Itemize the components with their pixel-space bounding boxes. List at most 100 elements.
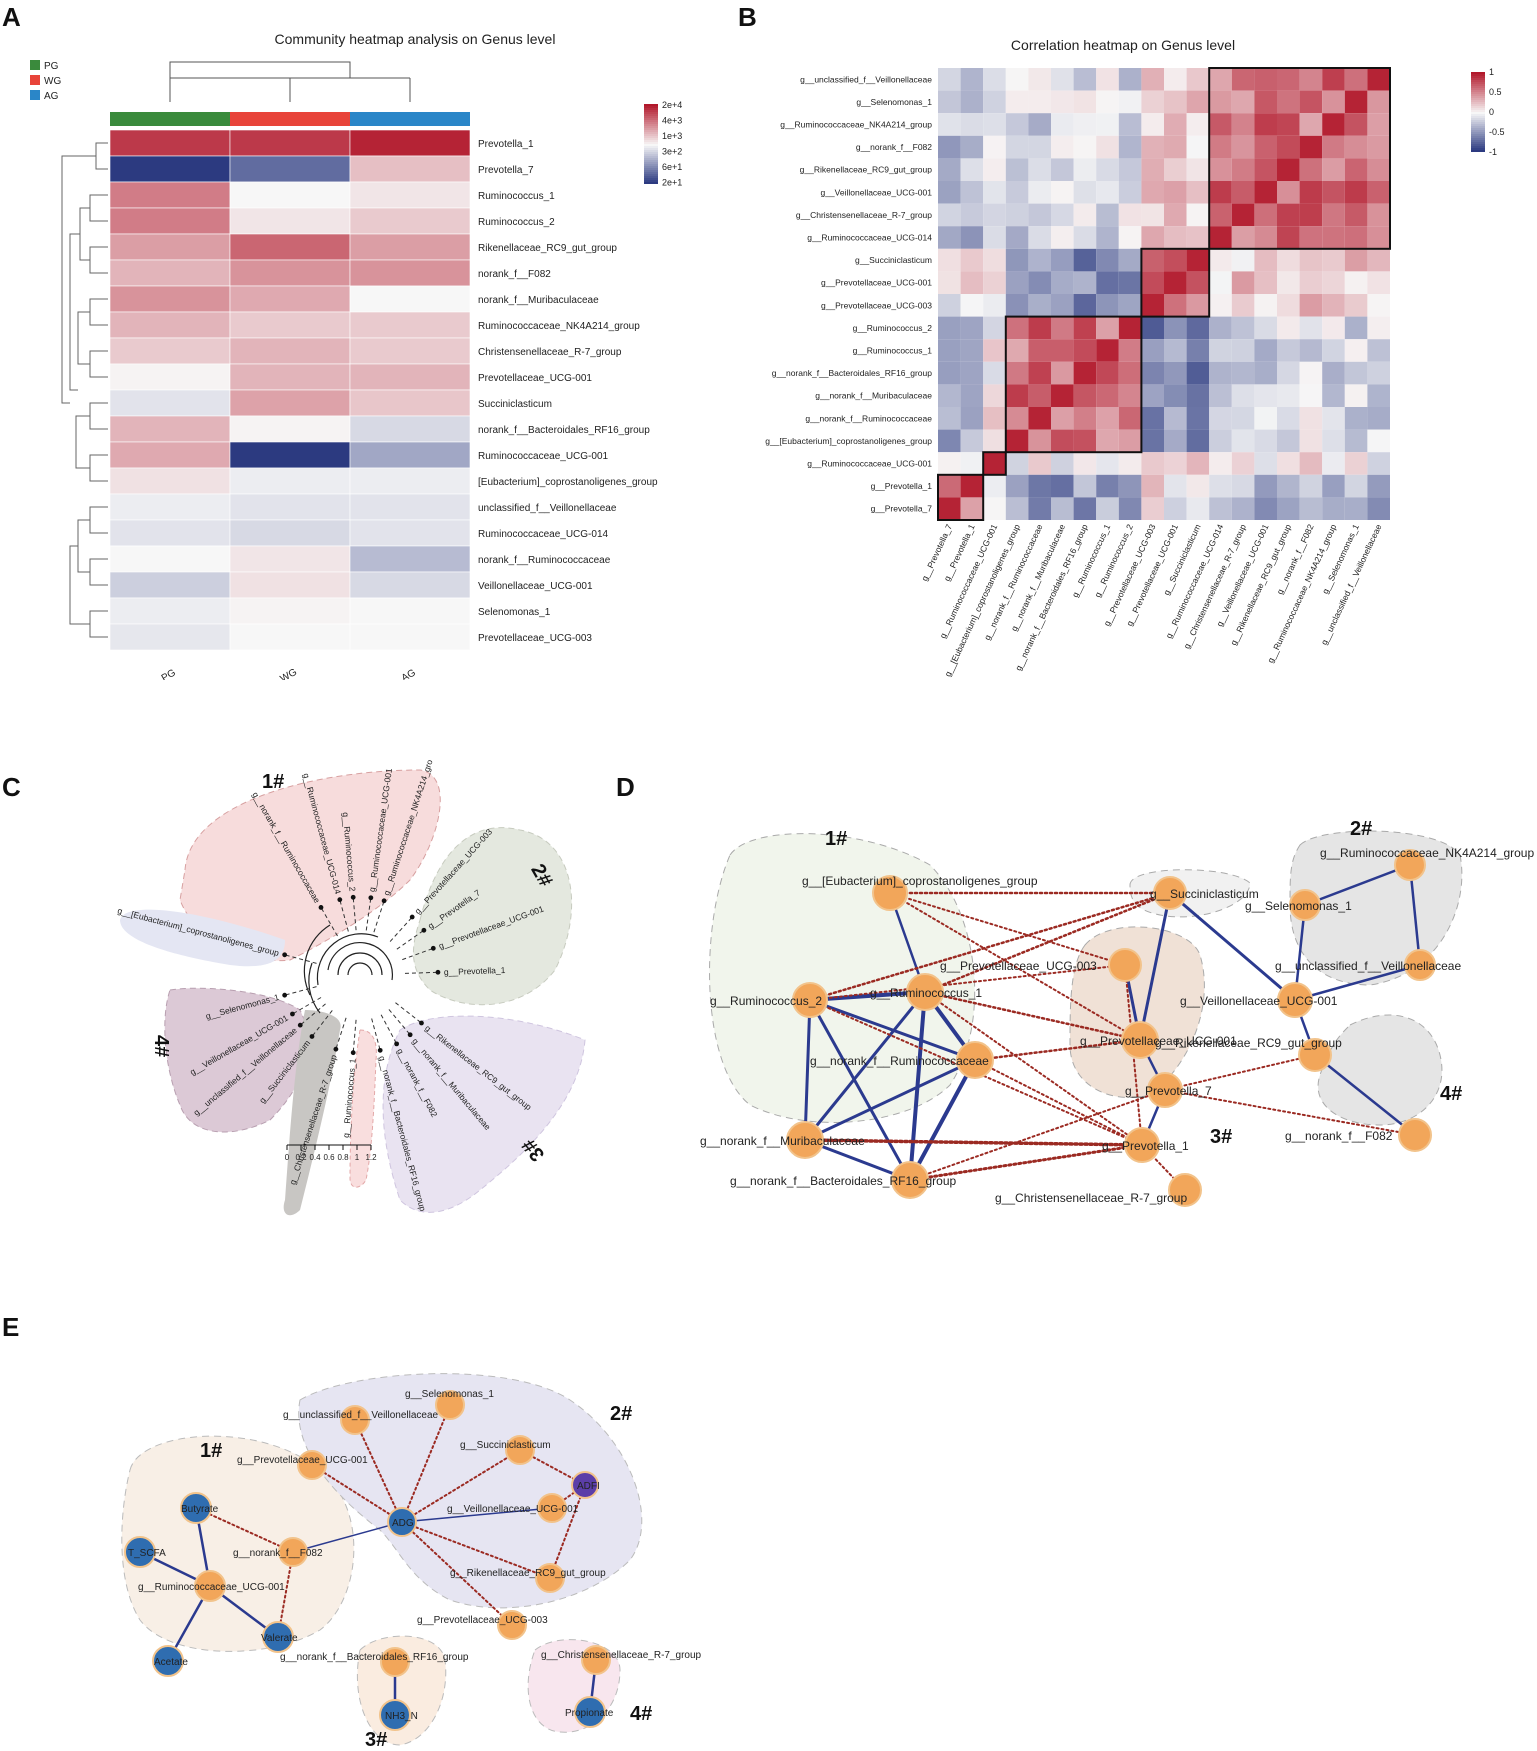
leaf-dot — [282, 952, 288, 958]
correlation-cell — [1367, 384, 1390, 407]
correlation-cell — [1164, 158, 1187, 181]
colorbar-step — [1471, 74, 1485, 76]
row-label: Prevotella_7 — [478, 165, 534, 176]
node — [891, 1161, 929, 1199]
correlation-cell — [1164, 407, 1187, 430]
colorbar-step — [1471, 140, 1485, 142]
correlation-cell — [1367, 294, 1390, 317]
correlation-cell — [1231, 271, 1255, 294]
correlation-cell — [1344, 361, 1368, 385]
colorbar-step — [644, 134, 658, 136]
correlation-cell — [1073, 271, 1097, 294]
cell — [229, 545, 351, 573]
correlation-cell — [1028, 113, 1051, 136]
colorbar-step — [644, 104, 658, 106]
correlation-cell — [1073, 203, 1097, 227]
colorbar-step — [1471, 118, 1485, 120]
dendro-branch — [89, 402, 108, 430]
correlation-cell — [1005, 407, 1029, 430]
correlation-cell — [1254, 339, 1277, 362]
correlation-cell — [1096, 429, 1119, 453]
node — [535, 1563, 565, 1593]
correlation-cell — [1073, 68, 1097, 91]
correlation-cell — [1277, 452, 1300, 475]
row-label: g__Christensenellaceae_R-7_group — [796, 210, 932, 220]
correlation-cell — [1277, 271, 1300, 294]
panel-b-correlation-heatmap: Correlation heatmap on Genus level g__un… — [765, 37, 1504, 678]
correlation-cell — [1118, 294, 1142, 317]
correlation-cell — [1051, 158, 1074, 181]
node — [872, 875, 908, 911]
cell — [109, 337, 231, 365]
leaf-dot — [337, 897, 343, 903]
colorbar-step — [1471, 84, 1485, 86]
correlation-cell — [1051, 135, 1074, 159]
colorbar-step — [644, 172, 658, 174]
row-label: g__Prevotella_1 — [871, 481, 933, 491]
correlation-cell — [1073, 452, 1097, 475]
correlation-cell — [960, 181, 984, 204]
correlation-cell — [1231, 452, 1255, 475]
legend-swatch-wg — [30, 75, 40, 85]
row-label: g__Rikenellaceae_RC9_gut_group — [800, 165, 933, 175]
correlation-cell — [1028, 271, 1051, 294]
colorbar-tick: 1 — [1489, 67, 1494, 77]
correlation-cell — [1141, 452, 1164, 475]
leaf-branch — [365, 897, 372, 931]
panel-a-title: Community heatmap analysis on Genus leve… — [275, 31, 556, 47]
correlation-cell — [1028, 135, 1051, 159]
correlation-cell — [960, 248, 984, 272]
leaf-branch — [284, 986, 317, 996]
correlation-cell — [1186, 452, 1210, 475]
correlation-cell — [1367, 226, 1390, 249]
correlation-cell — [1344, 474, 1368, 498]
row-label: Ruminococcaceae_NK4A214_group — [478, 321, 640, 332]
colorbar-step — [644, 142, 658, 144]
correlation-cell — [1254, 452, 1277, 475]
positive-edge — [803, 990, 927, 1142]
colorbar-step — [1471, 76, 1485, 78]
cluster-box — [1140, 247, 1211, 318]
correlation-cell — [1096, 497, 1119, 520]
correlation-cell — [960, 452, 984, 475]
d-cluster-4-label: 4# — [1440, 1083, 1462, 1105]
correlation-cell — [1367, 316, 1390, 340]
colorbar-step — [1471, 150, 1485, 152]
leaf-dot — [430, 945, 436, 951]
colorbar-step — [1471, 142, 1485, 144]
node-label: g__unclassified_f__Veillonellaceae — [1275, 959, 1461, 973]
correlation-cell — [1073, 90, 1097, 114]
row-dendrogram — [61, 142, 108, 638]
row-label: Ruminococcaceae_UCG-001 — [478, 451, 609, 462]
correlation-cell — [1231, 226, 1255, 249]
correlation-cell — [1005, 158, 1029, 181]
tree-branches — [303, 924, 393, 1014]
correlation-cell — [1322, 407, 1345, 430]
correlation-cell — [983, 316, 1006, 340]
correlation-cell — [1005, 361, 1029, 385]
correlation-cell — [1141, 407, 1164, 430]
positive-edge — [1408, 863, 1422, 967]
correlation-cell — [1164, 361, 1187, 385]
cell — [109, 155, 231, 183]
correlation-cell — [1231, 361, 1255, 385]
panel-c-label: C — [2, 772, 21, 802]
leaf-branch — [352, 1019, 357, 1053]
cell — [229, 363, 351, 391]
correlation-cell — [1073, 181, 1097, 204]
negative-edge — [195, 1507, 294, 1553]
correlation-cell — [1367, 90, 1390, 114]
correlation-cell — [960, 384, 984, 407]
node — [1404, 949, 1436, 981]
correlation-cell — [1051, 181, 1074, 204]
correlation-cell — [1028, 407, 1051, 430]
row-label: g__unclassified_f__Veillonellaceae — [800, 74, 932, 84]
negative-edge — [924, 991, 1143, 1146]
node-label: g__Rikenellaceae_RC9_gut_group — [1155, 1036, 1342, 1050]
correlation-cell — [1096, 474, 1119, 498]
node-label: g__Succiniclasticum — [460, 1440, 551, 1451]
correlation-cell — [1322, 429, 1345, 453]
cell — [229, 389, 351, 417]
correlation-cell — [1164, 452, 1187, 475]
cell — [109, 129, 231, 157]
